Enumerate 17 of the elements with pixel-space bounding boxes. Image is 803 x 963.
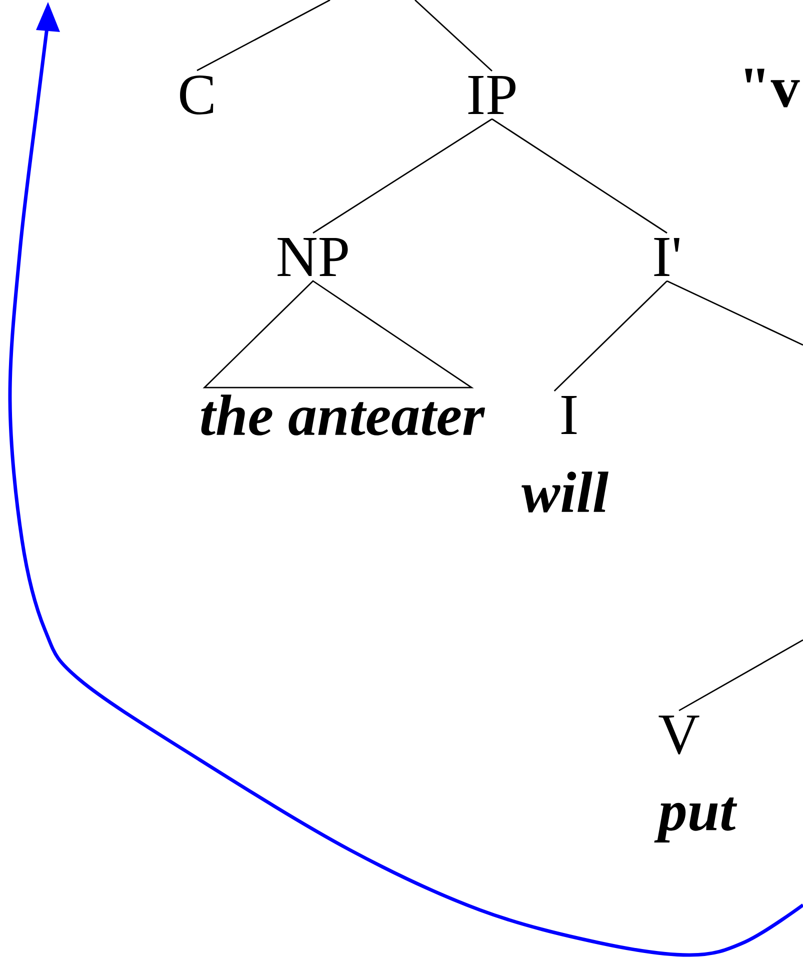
phrase-text: the anteater: [201, 394, 486, 436]
branch-line: [554, 280, 668, 392]
category-label: IP: [468, 76, 516, 114]
branch-line: [492, 118, 668, 234]
category-label: I': [654, 238, 680, 276]
category-label: C: [180, 76, 214, 114]
branch-line: [196, 0, 330, 72]
branch-line: [312, 118, 492, 234]
category-label: V: [658, 716, 700, 754]
branch-line: [666, 280, 803, 346]
category-label: I: [561, 396, 577, 434]
word-text: put: [654, 798, 738, 842]
branch-line: [678, 639, 803, 712]
cut-off-label: "v: [745, 68, 800, 108]
word-text: will: [522, 472, 608, 512]
branch-line: [414, 0, 492, 72]
category-label: NP: [278, 238, 348, 276]
